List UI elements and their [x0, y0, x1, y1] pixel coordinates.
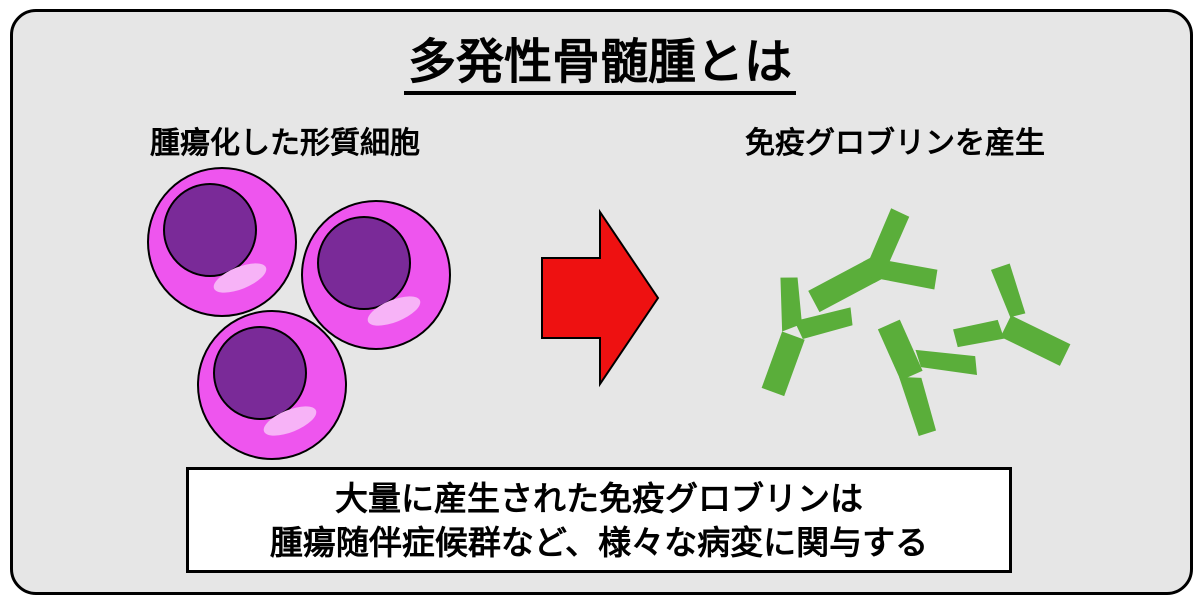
antibody-icon — [953, 263, 1071, 366]
plasma-cell-top-left — [147, 167, 297, 317]
caption-line-1: 大量に産生された免疫グロブリンは — [335, 479, 863, 518]
immunoglobulin-label: 免疫グロブリンを産生 — [745, 126, 1045, 161]
diagram-title: 多発性骨髄腫とは — [0, 30, 1200, 95]
right-arrow-icon — [541, 208, 660, 388]
antibody-icon — [877, 319, 978, 436]
caption-box: 大量に産生された免疫グロブリンは 腫瘍随伴症候群など、様々な病変に関与する — [186, 467, 1012, 573]
antibody-icon — [761, 277, 853, 397]
antibody-icon — [808, 208, 938, 313]
plasma-cell-bottom — [197, 310, 347, 460]
diagram-title-text: 多発性骨髄腫とは — [403, 33, 796, 95]
caption-line-2: 腫瘍随伴症候群など、様々な病変に関与する — [269, 523, 929, 562]
plasma-cell-label: 腫瘍化した形質細胞 — [150, 126, 420, 161]
plasma-cell-top-right — [301, 200, 451, 350]
